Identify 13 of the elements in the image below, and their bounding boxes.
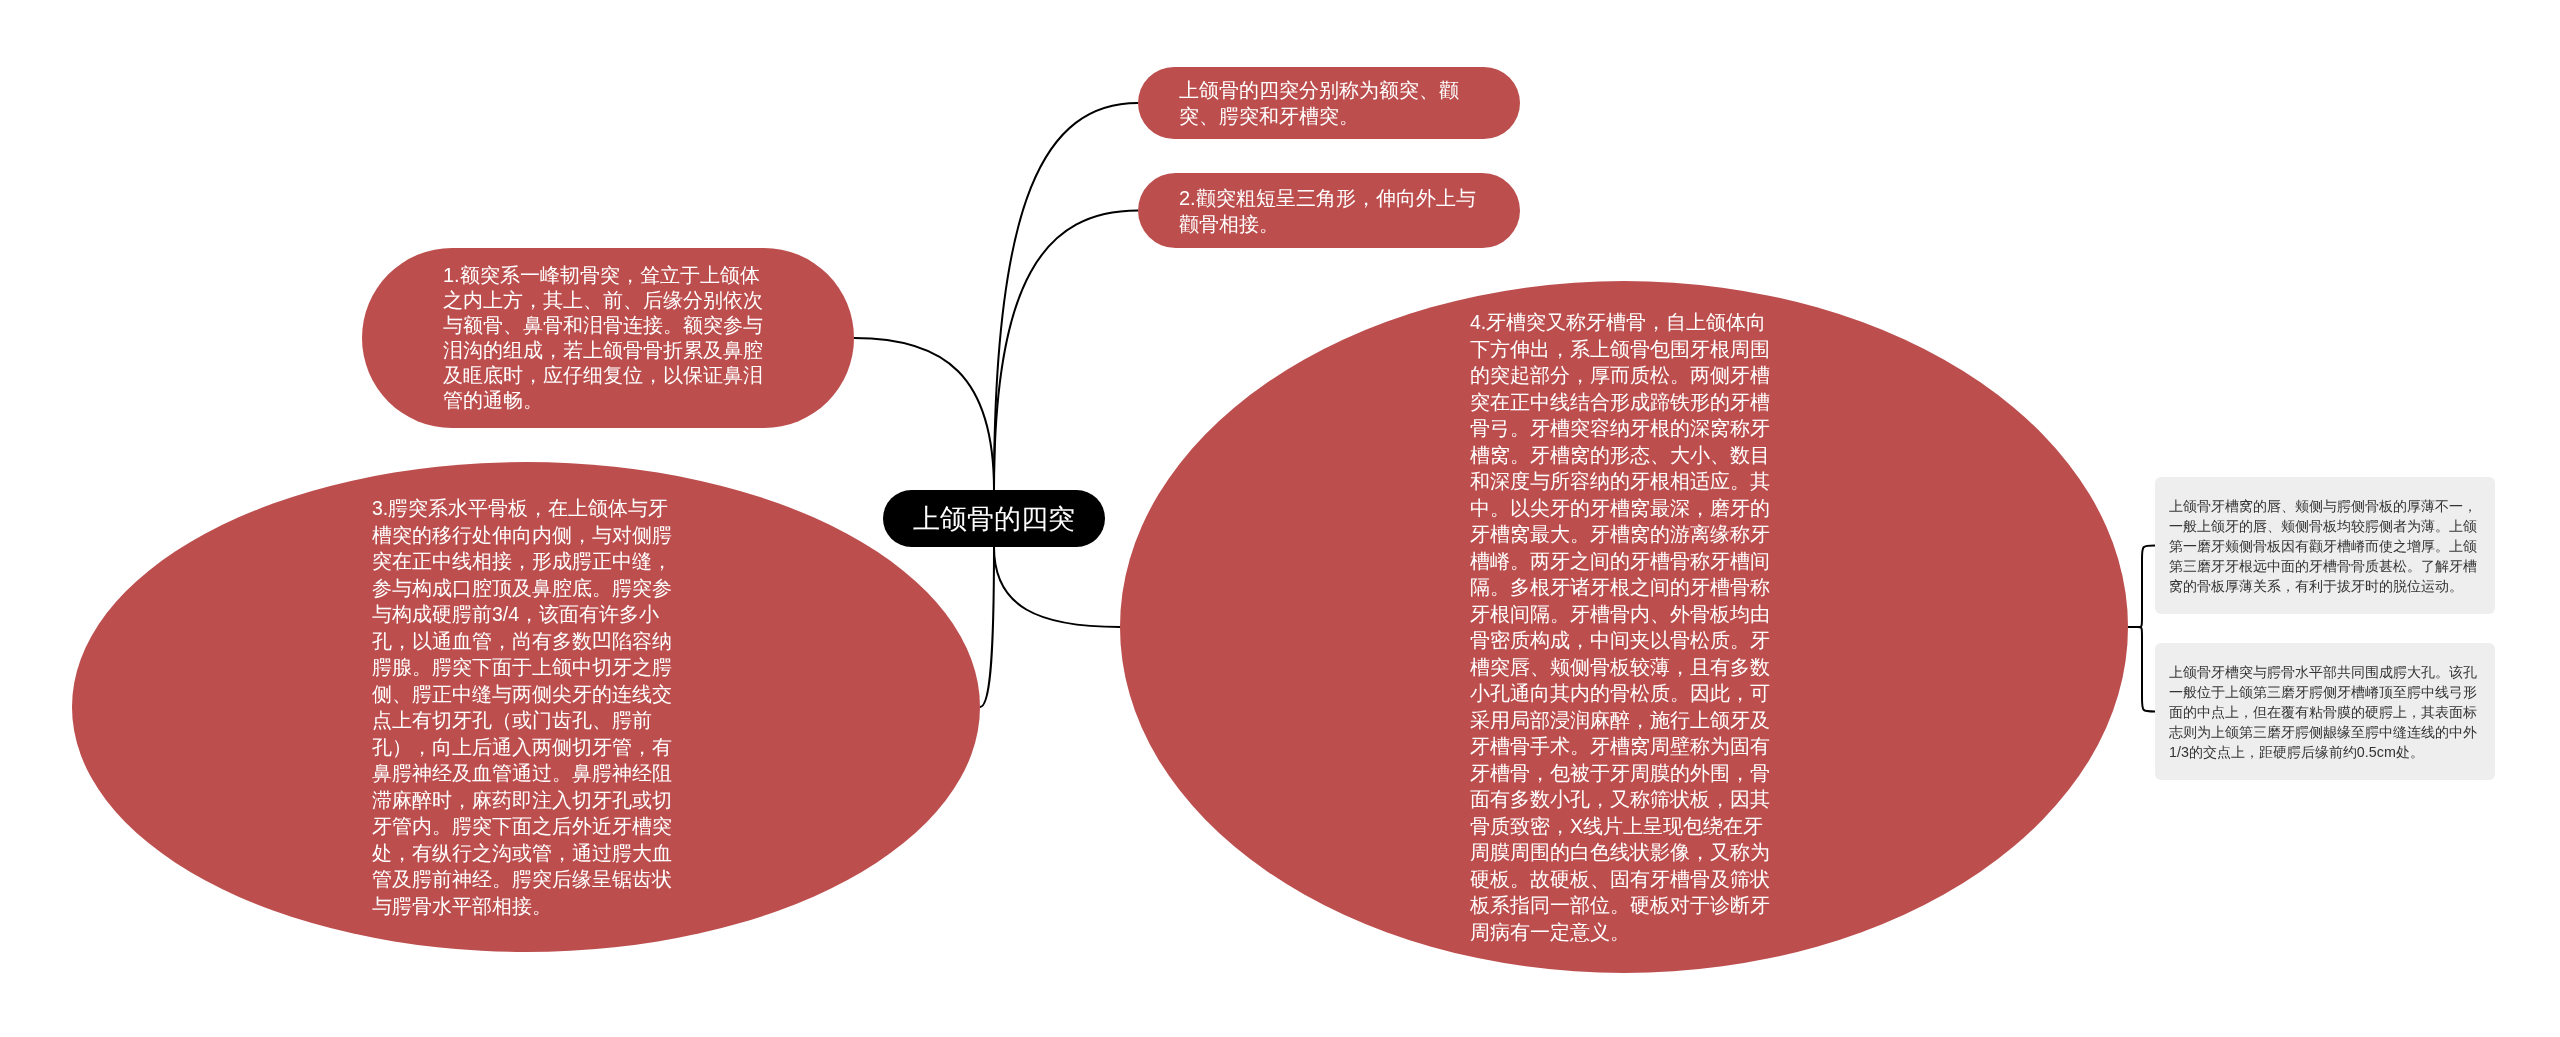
connector-line [853,337,995,491]
note-box [2155,643,2495,780]
topic-text: 3.腭突系水平骨板，在上颌体与牙槽突的移行处伸向内侧，与对侧腭突在正中线相接，形成腭正中缝，参与构成口腔顶及鼻腔底。腭突参与构成硬腭前3/4，该面有许多小孔，以通血管，尚有多数凹陷容纳腭腺。腭突下面于上颌中切牙之腭侧、腭正中缝与两侧尖牙的连线交点上有切牙孔（或门齿孔、腭前孔），向上后通入两侧切牙管，有鼻腭神经及血管通过。鼻腭神经阻滞麻醉时，麻药即注入切牙孔或切牙管内。腭突下面之后外近牙槽突处，有纵行之沟或管，通过腭大血管及腭前神经。腭突后缘呈锯齿状与腭骨水平部相接。 [372,496,673,919]
topic-text: 1.额突系一峰韧骨突，耸立于上颌体之内上方，其上、前、后缘分别依次与额骨、鼻骨和泪骨连接。额突参与泪沟的组成，若上颌骨骨折累及鼻腔及眶底时，应仔细复位，以保证鼻泪管的通畅。 [443,263,764,413]
topic-text: 2.颧突粗短呈三角形，伸向外上与颧骨相接。 [1179,185,1477,237]
note-text: 上颌骨牙槽窝的唇、颊侧与腭侧骨板的厚薄不一，一般上颌牙的唇、颊侧骨板均较腭侧者为薄。上颌第一磨牙颊侧骨板因有颧牙槽嵴而使之增厚。上颌第三磨牙牙根远中面的牙槽骨骨质甚松。了解牙槽窝的骨板厚薄关系，有利于拔牙时的脱位运动。 [2169,496,2478,596]
topic-text: 4.牙槽突又称牙槽骨，自上颌体向下方伸出，系上颌骨包围牙根周围的突起部分，厚而质松。两侧牙槽突在正中线结合形成蹄铁形的牙槽骨弓。牙槽突容纳牙根的深窝称牙槽窝。牙槽窝的形态、大小、数目和深度与所容纳的牙根相适应。其中。以尖牙的牙槽窝最深，磨牙的牙槽窝最大。牙槽窝的游离缘称牙槽嵴。两牙之间的牙槽骨称牙槽间隔。多根牙诸牙根之间的牙槽骨称牙根间隔。牙槽骨内、外骨板均由骨密质构成，中间夹以骨松质。牙槽突唇、颊侧骨板较薄，且有多数小孔通向其内的骨松质。因此，可采用局部浸润麻醉，施行上颌牙及牙槽骨手术。牙槽窝周壁称为固有牙槽骨，包被于牙周膜的外围，骨面有多数小孔，又称筛状板，因其骨质致密，X线片上呈现包绕在牙周膜周围的白色线状影像，又称为硬板。故硬板、固有牙槽骨及筛状板系指同一部位。硬板对于诊断牙周病有一定意义。 [1470,310,1771,945]
central-topic [883,490,1105,547]
topic-text: 上颌骨的四突分别称为额突、颧突、腭突和牙槽突。 [1179,78,1460,129]
connector-line [993,546,1121,628]
note-text: 上颌骨牙槽突与腭骨水平部共同围成腭大孔。该孔一般位于上颌第三磨牙腭侧牙槽嵴顶至腭中线弓形面的中点上，但在覆有粘骨膜的硬腭上，其表面标志则为上颌第三磨牙腭侧龈缘至腭中缝连线的中外1/3的交点上，距硬腭后缘前约0.5cm处。 [2169,662,2478,762]
note-box [2155,477,2495,614]
topic-title: 上颌骨的四突 [912,502,1076,536]
